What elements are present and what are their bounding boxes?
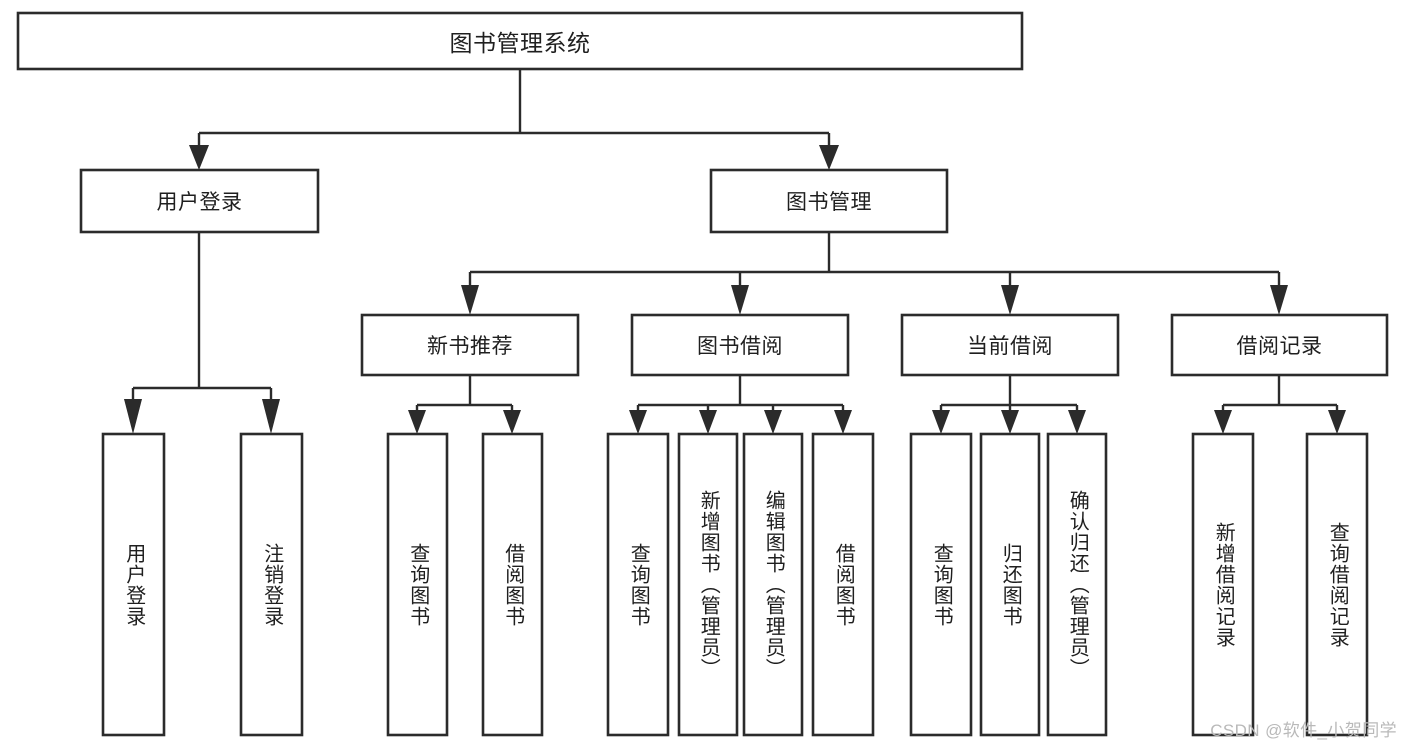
arrow-head-leaf-6 [699,410,717,434]
arrow-head-bookmgmt [819,145,839,170]
node-box-leaf-12[interactable] [1191,432,1255,737]
node-box-leaf-10[interactable] [979,432,1041,737]
watermark-text: CSDN @软件_小贺同学 [1210,721,1397,740]
arrow-head-borrow [731,285,749,315]
arrow-head-login [189,145,209,170]
node-box-leaf-4[interactable] [481,432,544,737]
node-box-leaf-8[interactable] [811,432,875,737]
node-box-leaf-2[interactable] [239,432,304,737]
node-box-leaf-11[interactable] [1046,432,1108,737]
arrow-head-leaf-8 [834,410,852,434]
arrow-head-records [1270,285,1288,315]
node-box-leaf-9[interactable] [909,432,973,737]
arrow-head-newbook [461,285,479,315]
node-box-records[interactable] [1170,313,1389,377]
node-box-login[interactable] [79,168,320,234]
node-box-current[interactable] [900,313,1120,377]
arrow-head-leaf-3 [408,410,426,434]
node-box-borrow[interactable] [630,313,850,377]
arrow-head-leaf-4 [503,410,521,434]
arrow-head-leaf-2 [262,399,280,434]
arrow-head-leaf-12 [1214,410,1232,434]
arrow-head-leaf-5 [629,410,647,434]
arrow-head-leaf-10 [1001,410,1019,434]
node-box-leaf-1[interactable] [101,432,166,737]
arrow-head-leaf-11 [1068,410,1086,434]
node-box-leaf-3[interactable] [386,432,449,737]
node-box-leaf-7[interactable] [742,432,804,737]
node-box-root[interactable] [16,11,1024,71]
arrow-head-current [1001,285,1019,315]
node-box-bookmgmt[interactable] [709,168,949,234]
node-box-newbook[interactable] [360,313,580,377]
arrow-head-leaf-13 [1328,410,1346,434]
node-box-leaf-5[interactable] [606,432,670,737]
arrow-head-leaf-7 [764,410,782,434]
node-box-leaf-6[interactable] [677,432,739,737]
arrow-head-leaf-9 [932,410,950,434]
node-box-leaf-13[interactable] [1305,432,1369,737]
arrow-head-leaf-1 [124,399,142,434]
